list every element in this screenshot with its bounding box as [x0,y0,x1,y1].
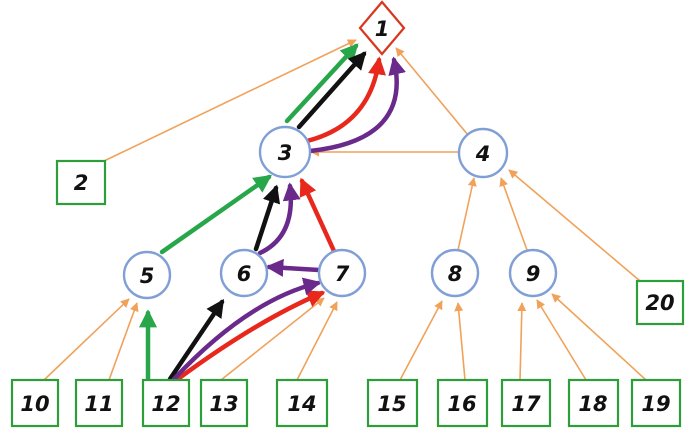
node-1: 1 [358,0,406,56]
root-diamond [358,0,406,56]
node-label: 2 [74,171,89,195]
node-label: 20 [645,291,674,315]
edge-14-to-7 [296,301,338,381]
edge-17-to-9 [517,302,527,381]
edge-8-to-4 [457,177,477,251]
edge-15-to-8 [399,300,443,381]
node-label: 4 [475,142,491,166]
node-8: 8 [430,248,480,298]
node-label: 14 [287,392,316,416]
node-label: 7 [335,262,350,286]
node-label: 5 [140,264,155,288]
node-14: 14 [275,378,329,428]
node-label: 18 [578,392,607,416]
node-label: 1 [375,17,390,41]
node-label: 8 [448,262,463,286]
red-arrow-3-to-1 [304,56,386,144]
node-6: 6 [219,248,269,298]
edge-18-to-9 [536,299,587,381]
edge-4-to-1 [395,47,469,136]
node-label: 11 [84,392,113,416]
edge-2-to-1 [103,39,357,162]
edge-19-to-9 [551,293,647,381]
node-17: 17 [500,378,552,428]
purple-arrow-12-to-7 [171,277,322,382]
green-arrow-5-to-3 [159,174,272,255]
edge-10-to-5 [43,298,130,381]
black-arrow-12-to-6 [167,299,225,382]
node-3: 3 [258,125,312,179]
edge-11-to-5 [108,302,139,381]
node-label: 10 [20,392,49,416]
edge-13-to-7 [220,297,325,381]
node-11: 11 [74,378,124,428]
tree-edges [43,39,647,381]
edge-20-to-4 [508,169,641,282]
node-13: 13 [199,378,249,428]
purple-arrow-6-to-3 [257,182,301,256]
purple-arrow-3-to-1 [307,56,406,154]
node-9: 9 [508,248,558,298]
path-arrows [139,43,406,382]
black-arrow-3-to-1 [296,51,367,130]
node-4: 4 [457,127,509,179]
node-label: 16 [447,392,476,416]
node-15: 15 [366,378,419,428]
node-label: 15 [377,392,406,416]
node-16: 16 [436,378,489,428]
node-20: 20 [635,279,685,326]
node-label: 3 [278,141,293,165]
edge-16-to-8 [454,302,466,381]
purple-arrow-7-to-6 [265,258,322,277]
node-19: 19 [630,378,682,428]
green-arrow-3-to-1 [284,43,359,124]
red-arrow-12-to-7 [175,290,326,382]
node-5: 5 [122,250,172,300]
node-18: 18 [567,378,620,428]
node-label: 12 [151,392,180,416]
node-label: 9 [526,262,541,286]
node-2: 2 [55,159,107,206]
black-arrow-6-to-3 [253,184,281,252]
red-arrow-7-to-3 [299,177,337,254]
node-label: 6 [237,262,252,286]
node-7: 7 [317,248,367,298]
node-label: 19 [641,392,670,416]
node-label: 17 [511,392,541,416]
node-10: 10 [10,378,60,428]
node-label: 13 [209,392,238,416]
node-12: 12 [141,378,191,428]
edge-9-to-4 [499,177,528,251]
